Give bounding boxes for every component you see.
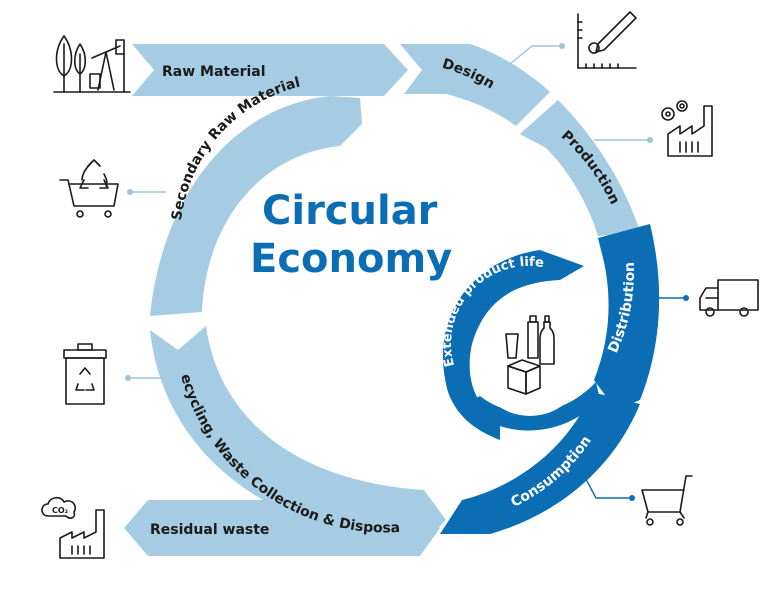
trees-and-oil-pump-icon bbox=[53, 35, 131, 93]
connector-secondary bbox=[127, 189, 166, 195]
raw-material-label: Raw Material bbox=[162, 64, 266, 80]
residual-waste-label: Residual waste bbox=[150, 522, 269, 538]
title-line-2: Economy bbox=[250, 236, 452, 282]
co2-factory-icon bbox=[41, 496, 105, 559]
recycle-bin-icon bbox=[63, 343, 107, 405]
extended-product-life-arrow bbox=[443, 250, 584, 440]
drafting-pencil-icon bbox=[577, 11, 637, 69]
products-box-bottles-icon bbox=[505, 315, 555, 395]
product-circle bbox=[474, 304, 586, 416]
distribution-arrow bbox=[594, 224, 660, 410]
connector-recycling bbox=[125, 375, 164, 381]
secondary-raw-material-arrow bbox=[150, 96, 362, 316]
delivery-truck-icon bbox=[699, 279, 759, 317]
connector-production bbox=[594, 137, 653, 143]
recycling-arrow bbox=[150, 326, 446, 546]
shopping-cart-icon bbox=[641, 475, 693, 526]
factory-with-gears-icon bbox=[661, 100, 713, 157]
connector-design bbox=[509, 43, 565, 65]
co2-label: CO₂ bbox=[52, 506, 69, 515]
connector-distribution bbox=[656, 295, 689, 301]
connector-consumption bbox=[579, 467, 635, 501]
design-arrow bbox=[400, 44, 550, 126]
extended-product-life-tail bbox=[464, 382, 600, 431]
residual-waste-arrow bbox=[124, 500, 440, 556]
consumption-arrow bbox=[440, 392, 640, 534]
raw-material-arrow bbox=[132, 44, 408, 96]
shopping-cart-recycle-icon bbox=[59, 159, 119, 218]
production-arrow bbox=[520, 100, 640, 236]
title-line-1: Circular bbox=[262, 188, 438, 234]
